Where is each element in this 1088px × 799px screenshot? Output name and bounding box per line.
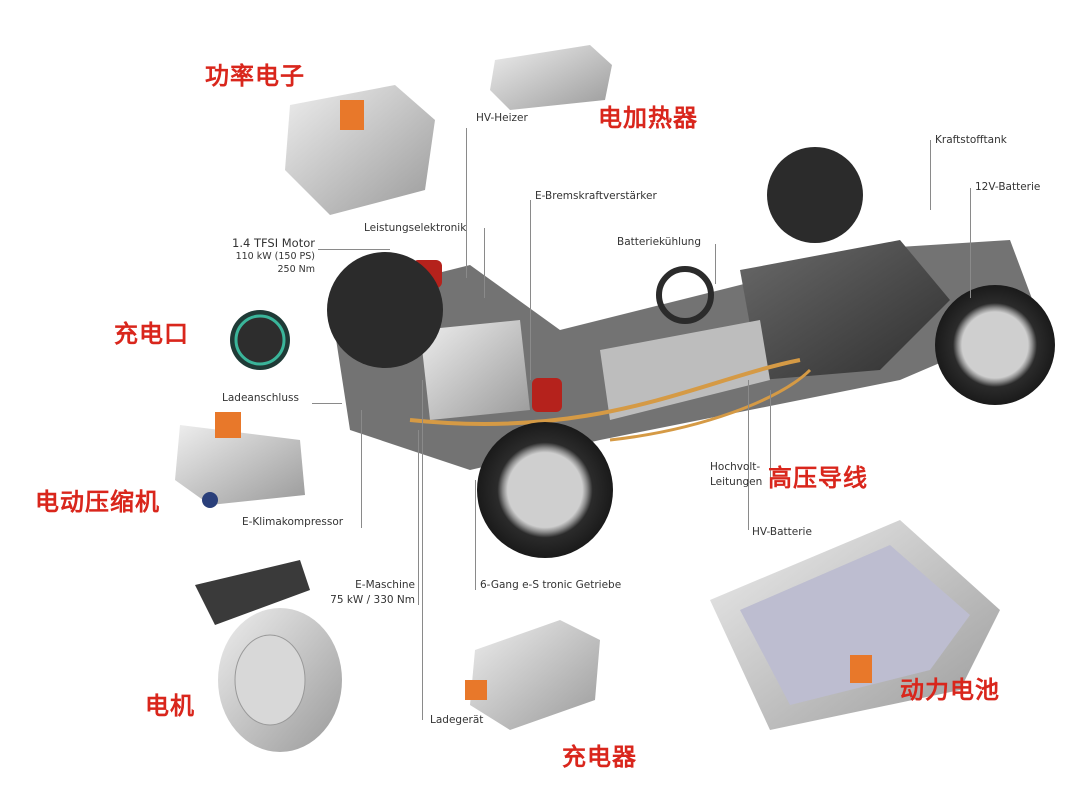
label-hv-heizer: HV-Heizer — [476, 112, 528, 124]
label-tfsi-power: 110 kW (150 PS) — [235, 251, 315, 262]
leader-line — [970, 188, 971, 298]
label-klimakompressor: E-Klimakompressor — [242, 516, 344, 528]
leader-line — [361, 410, 362, 528]
electric-motor-image — [195, 560, 342, 752]
label-hv-cables: 高压导线 — [768, 464, 868, 492]
leader-line — [715, 244, 716, 284]
electric-compressor-image — [175, 412, 305, 508]
label-motor: 电机 — [145, 692, 195, 720]
label-12v-batterie: 12V-Batterie — [975, 181, 1041, 193]
label-getriebe: 6-Gang e-S tronic Getriebe — [480, 579, 622, 591]
leader-line — [930, 140, 931, 210]
leader-line — [418, 430, 419, 605]
label-charger: 充电器 — [562, 743, 637, 771]
label-ladegeraet: Ladegerät — [430, 714, 484, 726]
label-tfsi-torque: 250 Nm — [277, 264, 315, 275]
hv-heater-image — [490, 45, 612, 110]
hv-battery-image — [710, 520, 1000, 730]
power-electronics-image — [285, 85, 435, 215]
label-hv-batterie: HV-Batterie — [752, 526, 812, 538]
vehicle-chassis-image — [327, 147, 1055, 558]
leader-line — [770, 390, 771, 485]
label-batteriekuehlung: Batteriekühlung — [617, 236, 701, 248]
charger-image — [465, 620, 600, 730]
label-power-battery: 动力电池 — [900, 676, 1000, 704]
label-tfsi-motor: 1.4 TFSI Motor — [232, 236, 315, 250]
label-e-maschine: E-Maschine — [355, 579, 415, 591]
leader-line — [748, 380, 749, 530]
label-electric-compressor: 电动压缩机 — [35, 488, 160, 516]
leader-line — [484, 228, 485, 298]
label-e-maschine-specs: 75 kW / 330 Nm — [330, 594, 415, 606]
label-bremskraftverstaerker: E-Bremskraftverstärker — [535, 190, 657, 202]
leader-line — [530, 200, 531, 380]
label-hochvolt: Hochvolt- — [710, 461, 761, 473]
label-leitungen: Leitungen — [710, 476, 763, 488]
leader-line — [422, 380, 423, 720]
leader-line — [318, 249, 390, 250]
label-power-electronics: 功率电子 — [205, 62, 305, 90]
label-leistungselektronik: Leistungselektronik — [364, 222, 467, 234]
leader-line — [466, 128, 467, 278]
leader-line — [475, 480, 476, 590]
label-ladeanschluss: Ladeanschluss — [222, 392, 299, 404]
leader-line — [312, 403, 342, 404]
label-electric-heater: 电加热器 — [598, 104, 698, 132]
label-charging-port: 充电口 — [114, 320, 189, 348]
label-kraftstofftank: Kraftstofftank — [935, 134, 1007, 146]
charging-port-image — [230, 310, 290, 370]
